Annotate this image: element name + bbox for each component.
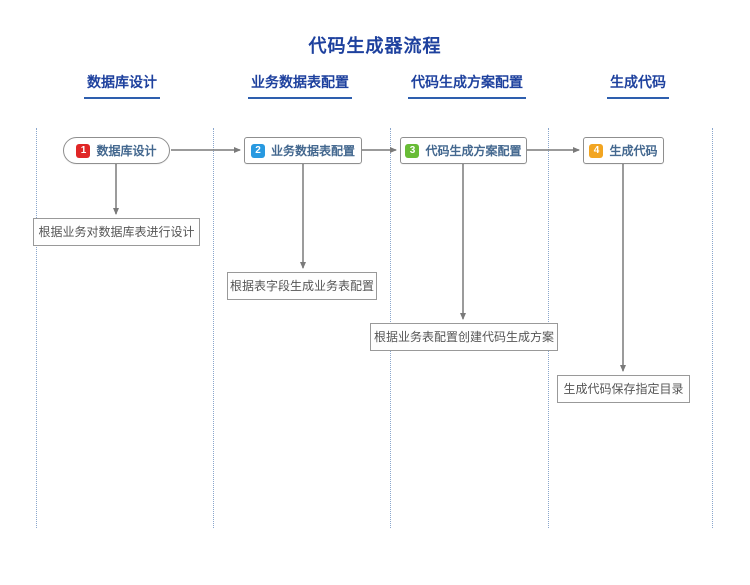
step-number-badge: 3 [405,143,420,158]
lane-header-table-config: 业务数据表配置 [248,72,352,99]
node-table-config: 2 业务数据表配置 [244,137,362,164]
node-scheme-config: 3 代码生成方案配置 [400,137,527,164]
lane-header-generate-code: 生成代码 [607,72,669,99]
lane-header-scheme-config: 代码生成方案配置 [408,72,526,99]
diagram-title: 代码生成器流程 [308,36,442,56]
note-box-table-config: 根据表字段生成业务表配置 [227,272,377,300]
step-number-badge: 1 [76,143,91,158]
node-label: 生成代码 [609,144,658,158]
step-number-badge: 2 [250,143,265,158]
node-label: 业务数据表配置 [270,144,355,158]
lane-separator [36,128,37,528]
note-box-generate-code: 生成代码保存指定目录 [557,375,690,403]
lane-header-database-design: 数据库设计 [84,72,160,99]
lane-separator [213,128,214,528]
node-generate-code: 4 生成代码 [583,137,664,164]
node-label: 代码生成方案配置 [425,144,522,158]
lane-separator [712,128,713,528]
note-box-database-design: 根据业务对数据库表进行设计 [33,218,200,246]
step-number-badge: 4 [589,143,604,158]
node-database-design: 1 数据库设计 [63,137,170,164]
note-box-scheme-config: 根据业务表配置创建代码生成方案 [370,323,558,351]
node-label: 数据库设计 [96,144,157,158]
